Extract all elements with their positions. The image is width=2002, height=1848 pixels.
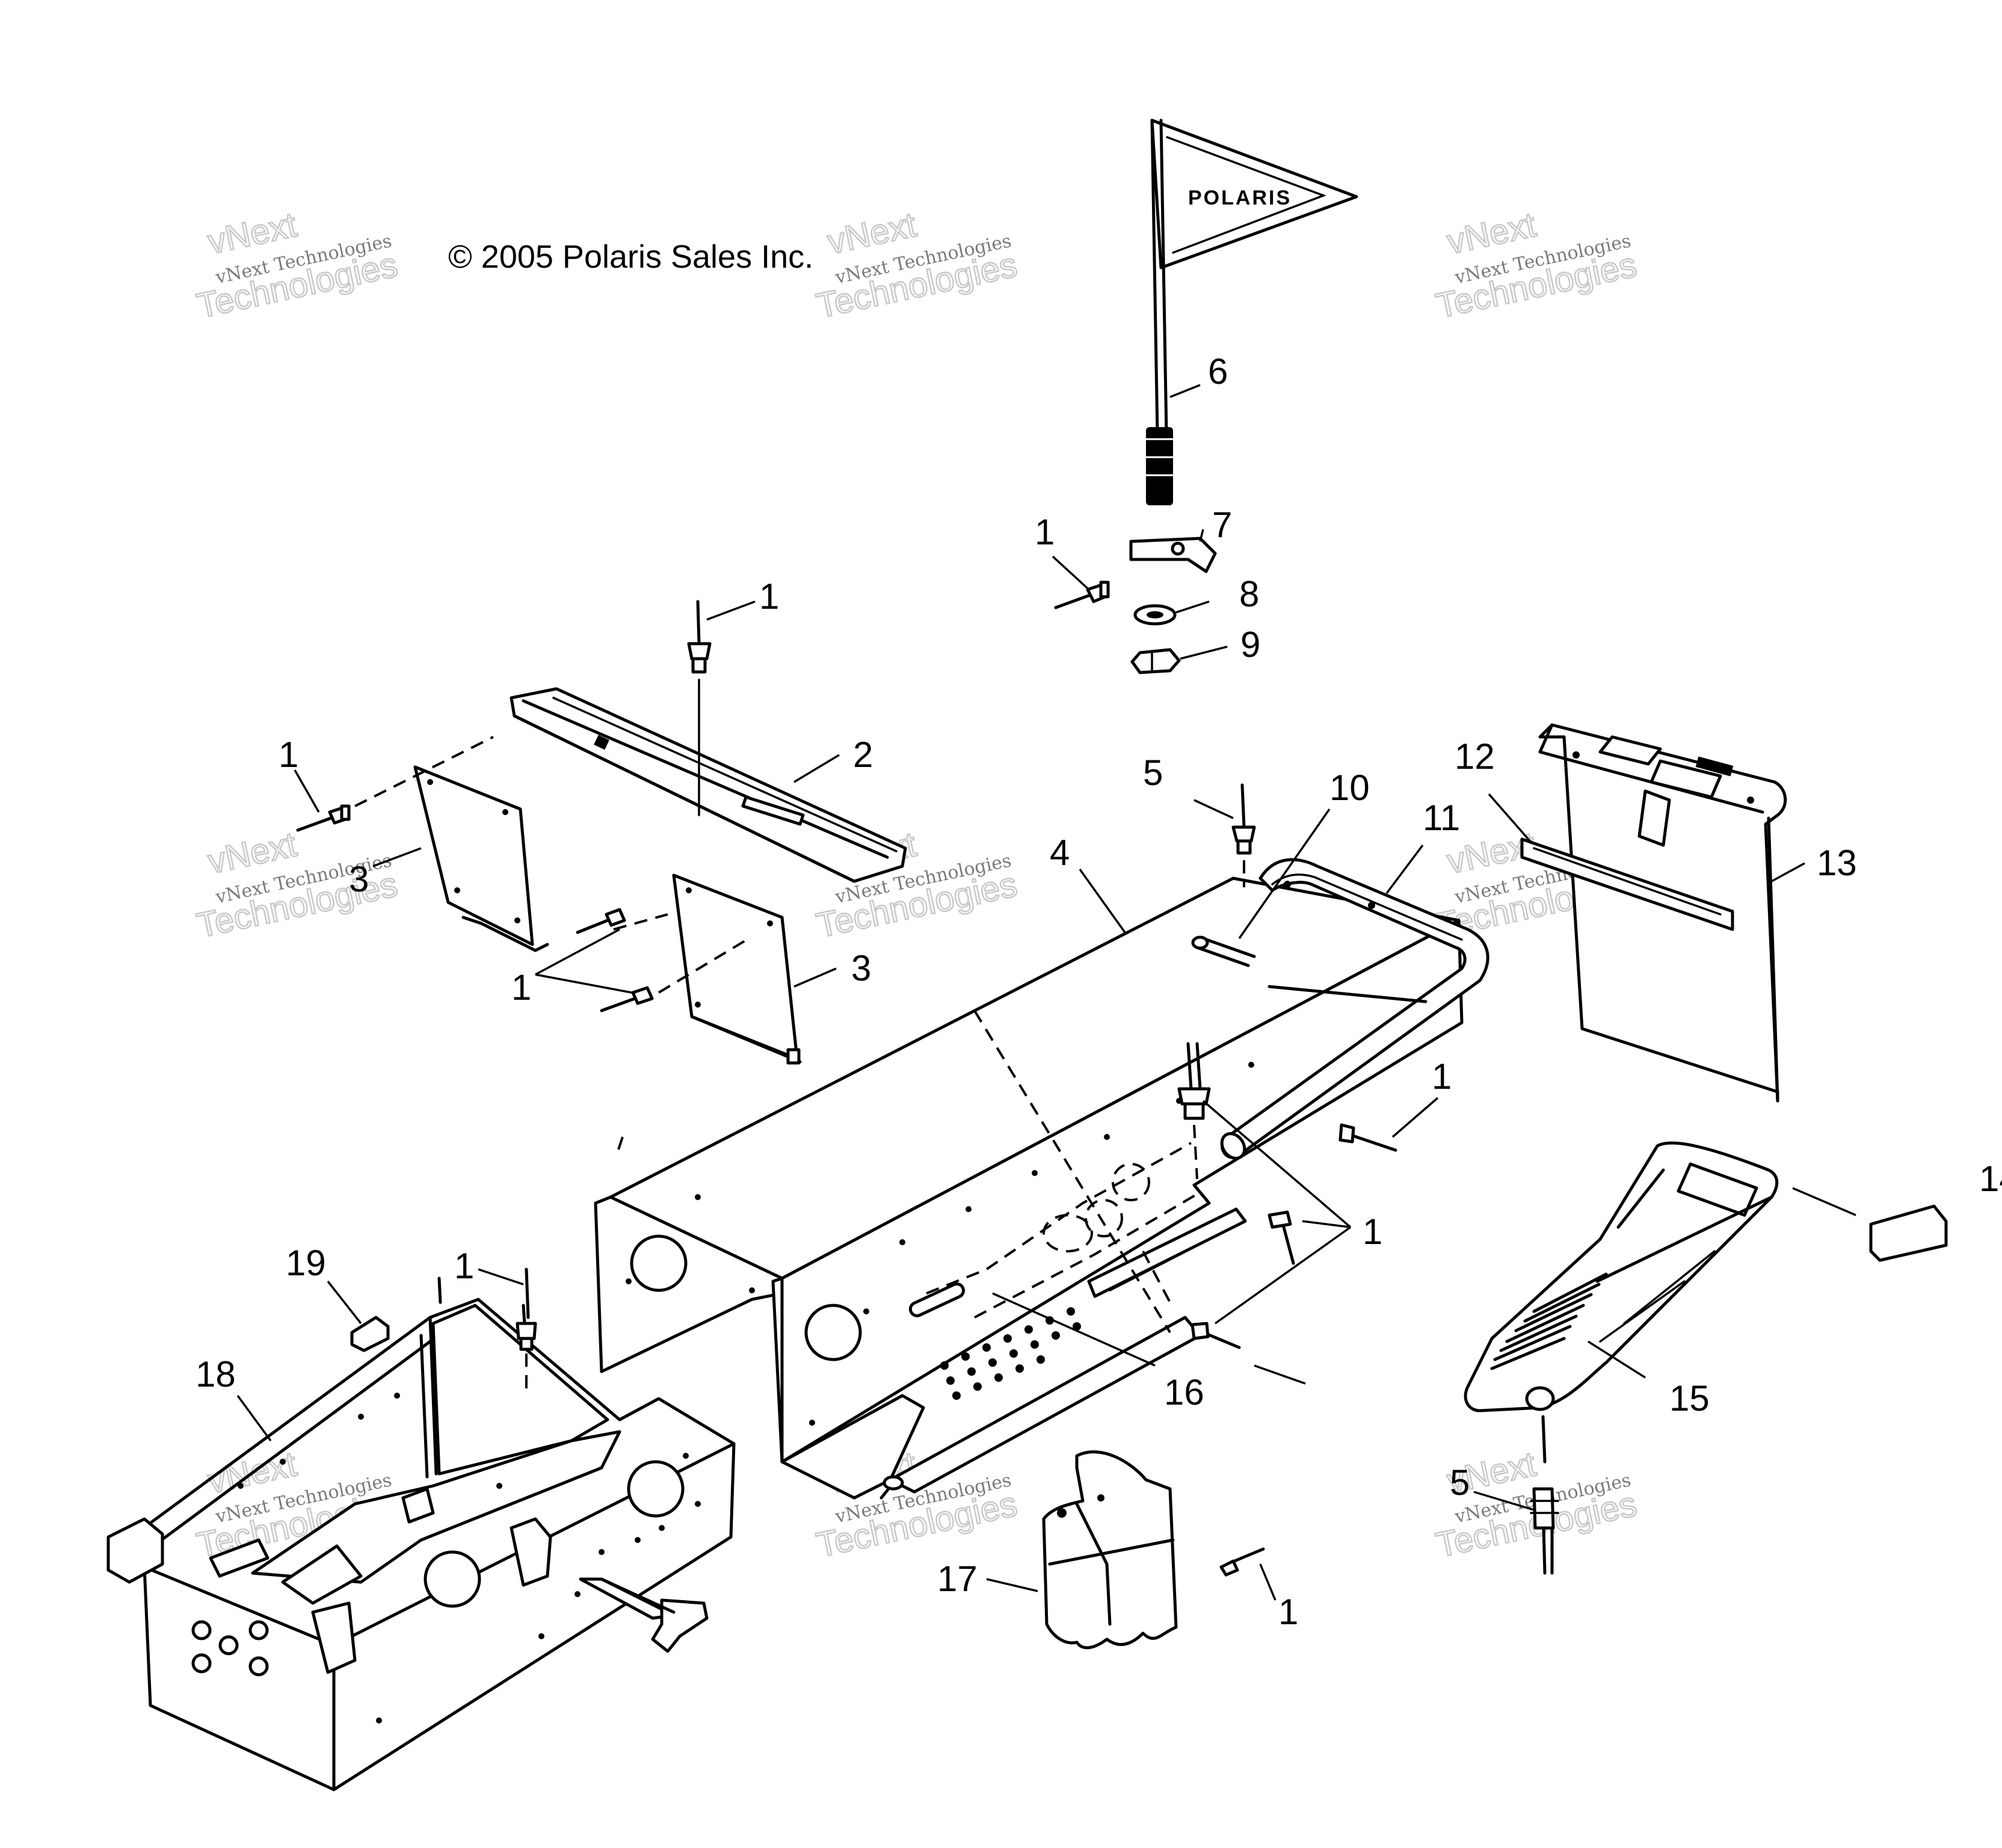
pin-part-10	[1191, 935, 1256, 967]
rivet	[1219, 1547, 1265, 1577]
callout-14: 14	[1979, 1159, 2002, 1199]
rivet	[1054, 581, 1110, 609]
callout-1: 1	[1278, 1592, 1298, 1632]
callout-1: 1	[1035, 512, 1055, 552]
bumper-part-11	[1220, 858, 1489, 1160]
callout-5: 5	[1450, 1462, 1470, 1503]
assembly-line	[354, 736, 494, 807]
callout-1: 1	[759, 576, 779, 617]
tunnel-part-4	[594, 876, 1464, 1500]
callout-3: 3	[851, 948, 871, 988]
callout-1: 1	[1432, 1056, 1452, 1097]
callout-10: 10	[1329, 768, 1370, 808]
rivet	[1338, 1123, 1397, 1152]
perforations	[940, 1307, 1081, 1400]
rivet	[687, 600, 712, 816]
callout-11: 11	[1423, 798, 1460, 838]
callout-6: 6	[1208, 351, 1228, 392]
callout-1: 1	[1363, 1212, 1382, 1252]
washer-part-8	[1133, 604, 1177, 626]
flag-bracket-part-7	[1129, 537, 1217, 573]
panel-part-3-upper	[413, 765, 549, 952]
rivet	[1190, 1322, 1241, 1349]
cover-part-17	[1042, 1450, 1178, 1649]
rail-part-2	[510, 687, 907, 883]
callout-19: 19	[286, 1243, 326, 1283]
callout-4: 4	[1050, 833, 1070, 873]
rivet	[600, 986, 654, 1012]
callout-13: 13	[1817, 843, 1857, 883]
assembly-line	[658, 937, 750, 994]
stud	[437, 1267, 537, 1396]
flag-part-6: POLARIS	[1146, 119, 1358, 505]
clip-part-19	[350, 1316, 390, 1352]
leader-lines	[236, 384, 1805, 1601]
callout-2: 2	[853, 735, 873, 775]
mud-flap-part-13	[1538, 723, 1787, 1103]
watermark: vNext Technologies vNext Technologies	[192, 205, 401, 327]
callout-16: 16	[1164, 1372, 1204, 1412]
rivet	[1267, 1210, 1295, 1265]
callout-5: 5	[1143, 753, 1163, 793]
callout-1: 1	[511, 967, 531, 1008]
callout-12: 12	[1455, 736, 1495, 777]
grille-slats	[1490, 1272, 1608, 1370]
watermark: vNext Technologies vNext Technologies	[812, 205, 1021, 327]
panel-part-3-lower	[672, 873, 802, 1065]
callout-1: 1	[279, 735, 298, 775]
flag-logo-text: POLARIS	[1188, 186, 1292, 209]
callout-17: 17	[937, 1559, 978, 1599]
stud-part-5	[1530, 1415, 1559, 1575]
footrest-part-15	[1464, 1141, 1779, 1412]
callout-18: 18	[196, 1354, 236, 1394]
callout-7: 7	[1212, 505, 1232, 545]
rivet	[1231, 783, 1256, 887]
assembly-line	[1792, 1187, 1856, 1216]
watermark: vNext Technologies vNext Technologies	[1432, 205, 1640, 327]
assembly-line	[973, 1009, 1171, 1334]
copyright-notice: © 2005 Polaris Sales Inc.	[448, 239, 813, 275]
callout-1: 1	[454, 1246, 474, 1286]
callout-labels: 6 7 1 8 9 1 2 1 3 1 3 5 4 10 11 12 13 1 …	[196, 351, 2002, 1632]
callout-9: 9	[1240, 624, 1260, 665]
nut-part-9	[1130, 648, 1181, 674]
callout-15: 15	[1669, 1378, 1710, 1418]
callout-8: 8	[1239, 574, 1259, 614]
assembly-line	[615, 1136, 624, 1156]
front-frame-part-18	[106, 1298, 736, 1791]
rivet	[1177, 1042, 1211, 1180]
rivet	[576, 908, 626, 934]
callout-3: 3	[349, 859, 369, 899]
rivet	[296, 804, 351, 832]
assembly-line	[613, 913, 668, 931]
end-cap-part-14	[1869, 1204, 1948, 1262]
reinforcement-strip-part-12	[1520, 837, 1734, 931]
